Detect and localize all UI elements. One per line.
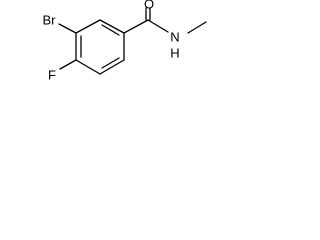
ring-inner-bond-a <box>101 24 120 36</box>
bromine-label: Br <box>43 13 57 28</box>
ring-bond-6-1 <box>75 19 101 34</box>
carbonyl-oxygen-label: O <box>144 0 154 12</box>
carbonyl-to-nitrogen-bond <box>147 19 169 33</box>
fluorine-label: F <box>48 68 56 83</box>
ring-bond-4-5 <box>75 59 101 75</box>
benzene-ring <box>75 19 125 75</box>
amide-hydrogen-label: H <box>170 46 179 61</box>
fluorine-substituent: F <box>48 59 77 83</box>
bromine-substituent: Br <box>43 13 77 34</box>
ring-to-carbonyl-bond <box>123 19 149 34</box>
ring-bond-3-4 <box>99 59 125 75</box>
ring-to-fluorine-bond <box>59 59 77 70</box>
amide-group: O N H <box>123 0 207 61</box>
ring-to-bromine-bond <box>58 23 77 34</box>
ring-inner-bond-b <box>101 57 120 69</box>
molecule-structure: O N H Br F <box>43 0 207 83</box>
ring-bond-1-2 <box>99 19 125 34</box>
amide-nitrogen-label: N <box>170 30 179 45</box>
nitrogen-to-methyl-bond <box>187 21 207 34</box>
